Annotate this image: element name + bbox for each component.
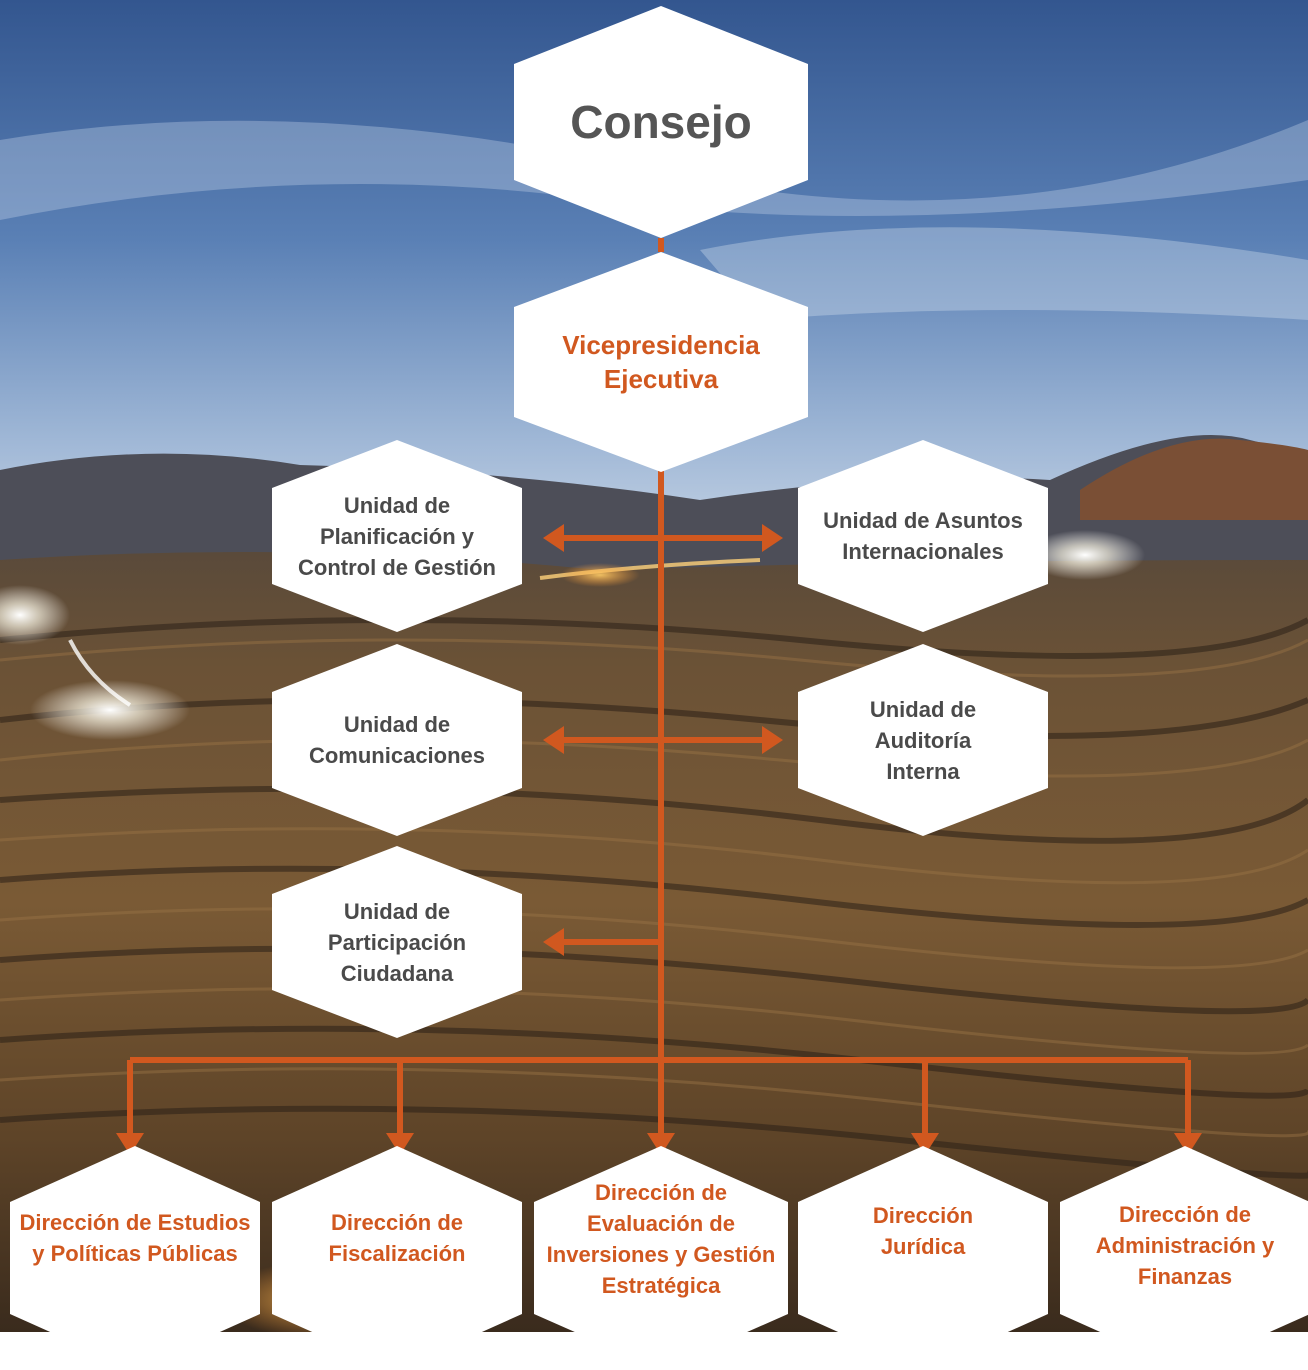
- arrow-asuntos: [762, 524, 783, 552]
- arrow-administracion: [1174, 1133, 1202, 1155]
- node-planificacion-label: Unidad de Planificación y Control de Ges…: [298, 492, 496, 580]
- node-estudios-label: Dirección de Estudios y Políticas Públic…: [19, 1210, 251, 1266]
- node-auditoria-label: Unidad de Auditoría Interna: [869, 696, 977, 784]
- node-asuntos: Unidad de Asuntos Internacionales: [798, 440, 1048, 632]
- node-vicepresidencia-label: Vicepresidencia Ejecutiva: [562, 330, 760, 394]
- node-auditoria: Unidad de Auditoría Interna: [798, 644, 1048, 836]
- arrow-estudios: [116, 1133, 144, 1155]
- arrow-participacion: [543, 928, 564, 956]
- arrow-comunicaciones: [543, 726, 564, 754]
- connector-lines: [116, 238, 1202, 1155]
- arrow-juridica: [911, 1133, 939, 1155]
- arrow-fiscalizacion: [386, 1133, 414, 1155]
- node-consejo: Consejo: [514, 6, 808, 238]
- node-fiscalizacion-label: Dirección de Fiscalización: [328, 1210, 466, 1266]
- node-asuntos-label: Unidad de Asuntos Internacionales: [823, 508, 1023, 564]
- node-comunicaciones-label: Unidad de Comunicaciones: [308, 712, 486, 768]
- node-juridica-label: Dirección Jurídica: [872, 1203, 974, 1259]
- node-consejo-label: Consejo: [570, 96, 752, 148]
- node-evaluacion-label: Dirección de Evaluación de Inversiones y…: [546, 1180, 776, 1298]
- arrow-auditoria: [762, 726, 783, 754]
- arrow-evaluacion: [647, 1133, 675, 1155]
- node-participacion-label: Unidad de Participación Ciudadana: [327, 898, 467, 986]
- node-administracion-label: Dirección de Administración y Finanzas: [1095, 1201, 1275, 1289]
- arrow-planificacion: [543, 524, 564, 552]
